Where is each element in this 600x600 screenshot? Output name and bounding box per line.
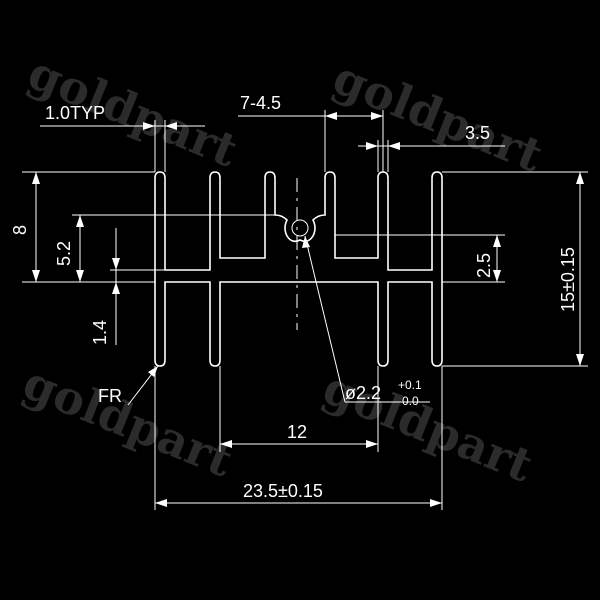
label-fillet: FR — [98, 386, 122, 406]
dim-slot-depth: 5.2 — [54, 214, 275, 282]
label-hole-tol-plus: +0.1 — [398, 378, 422, 392]
label-fin-thickness: 1.0TYP — [45, 103, 105, 123]
label-total-width: 23.5±0.15 — [243, 481, 323, 501]
dim-fin-thickness: 1.0TYP — [40, 103, 205, 172]
watermark-2: goldpart — [326, 50, 551, 183]
label-inner-width: 12 — [287, 422, 307, 442]
dim-total-width: 23.5±0.15 — [154, 366, 443, 510]
heatsink-outline — [154, 171, 443, 367]
dim-right-height: 2.5 — [335, 234, 505, 283]
dim-left-height: 8 — [10, 171, 155, 283]
dim-inner-width: 12 — [219, 366, 379, 452]
dim-fin-pitch: 7-4.5 — [238, 93, 384, 172]
dim-hole: ø2.2 +0.1 -0.0 — [302, 235, 430, 408]
label-fin-gap: 3.5 — [465, 123, 490, 143]
label-left-height: 8 — [10, 225, 30, 235]
watermark-4: goldpart — [316, 360, 541, 493]
hole-circle — [291, 219, 309, 237]
label-fin-pitch: 7-4.5 — [240, 93, 281, 113]
watermark-3: goldpart — [16, 355, 241, 488]
dim-base-thickness: 1.4 — [90, 228, 165, 345]
label-base-thickness: 1.4 — [90, 320, 110, 345]
dim-fin-gap: 3.5 — [358, 123, 505, 172]
dim-total-height: 15±0.15 — [442, 171, 588, 367]
label-slot-depth: 5.2 — [54, 241, 74, 266]
label-hole-tol-minus: -0.0 — [398, 394, 419, 408]
label-total-height: 15±0.15 — [558, 247, 578, 312]
label-right-height: 2.5 — [474, 253, 494, 278]
label-hole-dia: ø2.2 — [345, 383, 381, 403]
